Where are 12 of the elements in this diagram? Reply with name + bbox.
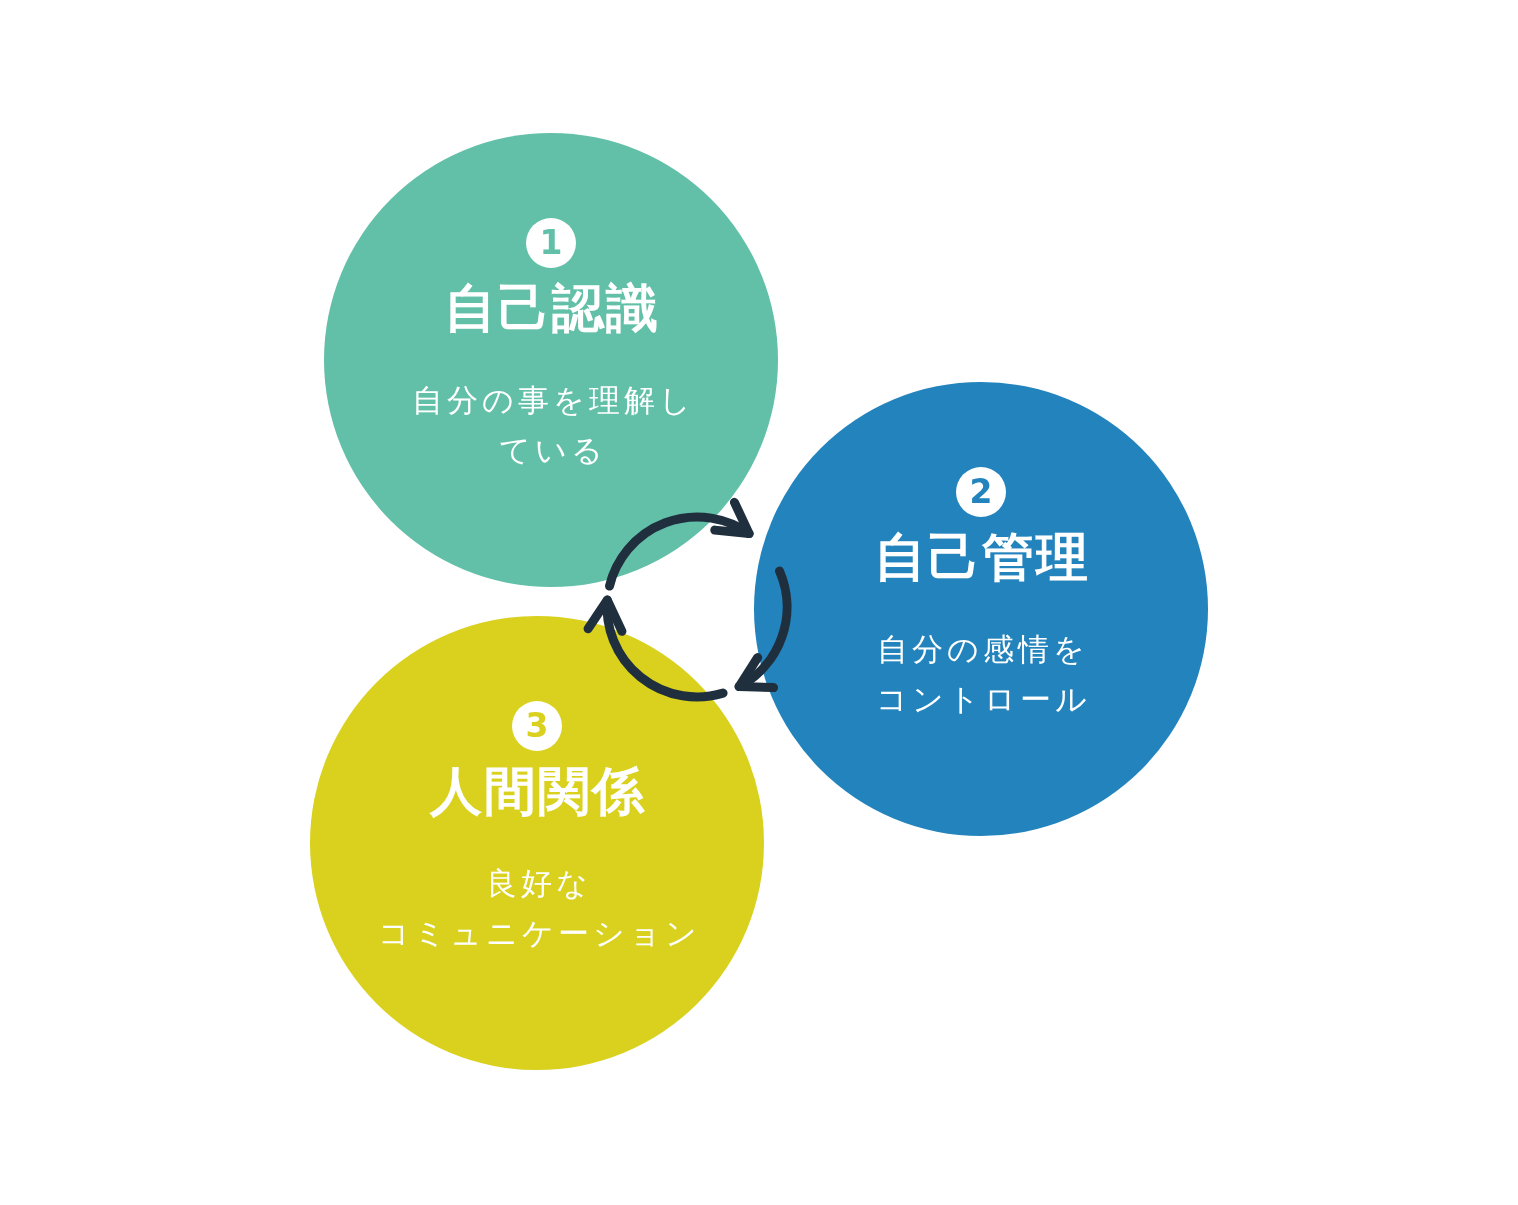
heading: 自己管理 xyxy=(873,527,1090,587)
description: 良好なコミュニケーション xyxy=(376,864,701,953)
cycle-arrow xyxy=(585,595,728,702)
number-badge: 1 xyxy=(526,218,576,268)
description: 自分の感情をコントロール xyxy=(874,630,1091,719)
heading: 人間関係 xyxy=(428,761,646,821)
number-badge: 2 xyxy=(956,467,1006,517)
description: 自分の事を理解している xyxy=(410,381,695,470)
cycle-arrow xyxy=(605,498,754,591)
cycle-arrow xyxy=(734,566,792,692)
number-badge: 3 xyxy=(512,701,562,751)
heading: 自己認識 xyxy=(443,278,660,338)
